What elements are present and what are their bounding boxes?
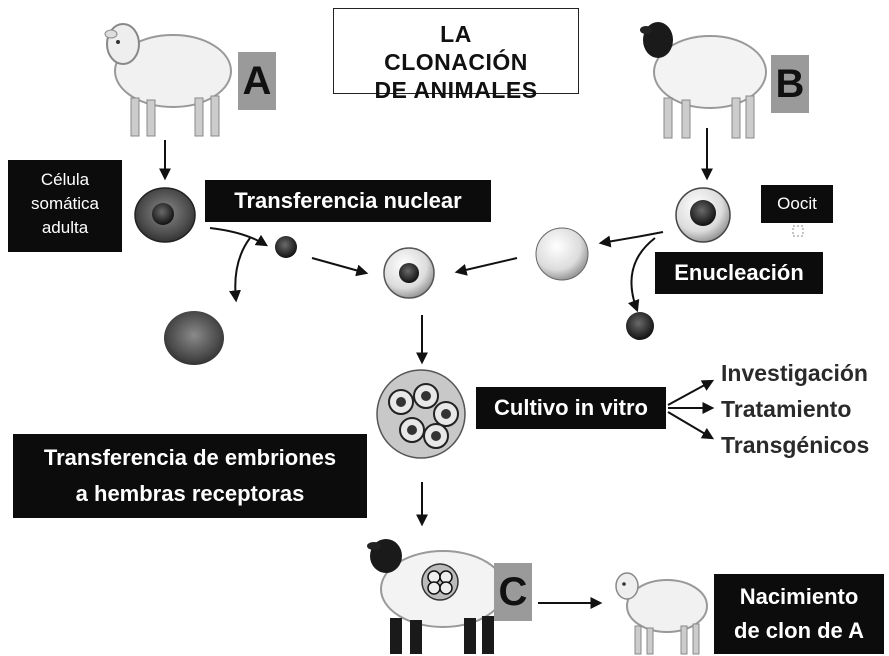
- clone-birth-line-2: de clon de A: [734, 618, 864, 643]
- discarded-cell-icon: [164, 311, 224, 365]
- oocyte-label: Oocit: [761, 185, 833, 223]
- sheep-b-icon: [640, 22, 767, 139]
- output-investigacion: Investigación: [721, 360, 868, 386]
- arrow-to-transgenicos: [667, 411, 715, 440]
- culture-dish-icon: [376, 369, 466, 459]
- donor-nucleus-icon: [275, 236, 297, 258]
- somatic-cell-label: Célula somática adulta: [8, 160, 122, 252]
- enucleated-egg-icon: [535, 227, 589, 281]
- title-box: LA CLONACIÓN DE ANIMALES: [333, 8, 579, 103]
- output-tratamiento: Tratamiento: [721, 396, 852, 422]
- arrow-to-removed-nucleus: [627, 237, 656, 313]
- embryo-transfer-line-1: Transferencia de embriones: [43, 445, 337, 470]
- arrow-to-enucleated: [598, 231, 664, 248]
- arrow-nucleus-to-egg: [311, 257, 369, 277]
- nuclear-transfer-label: Transferencia nuclear: [205, 180, 491, 222]
- arrow-to-investigacion: [667, 379, 715, 406]
- somatic-label-line-1: Célula: [40, 170, 90, 189]
- tag-b: B: [771, 55, 809, 113]
- oocyte-icon: [675, 187, 731, 243]
- clone-lamb-icon: [615, 572, 708, 655]
- tag-c: C: [494, 563, 532, 621]
- clone-birth-label: Nacimiento de clon de A: [714, 574, 884, 654]
- arrow-to-cytoplasm: [229, 237, 251, 303]
- removed-nucleus-icon: [626, 312, 654, 340]
- enucleation-label: Enucleación: [655, 252, 823, 294]
- somatic-label-line-3: adulta: [41, 218, 89, 237]
- output-transgenicos: Transgénicos: [721, 432, 870, 458]
- clone-birth-line-1: Nacimiento: [739, 584, 859, 609]
- somatic-cell-icon: [134, 187, 196, 243]
- embryo-transfer-line-2: a hembras receptoras: [75, 481, 305, 506]
- culture-label: Cultivo in vitro: [476, 387, 666, 429]
- sheep-a-icon: [104, 23, 232, 137]
- arrow-enucleated-to-egg: [454, 257, 518, 276]
- expand-icon: [792, 225, 804, 237]
- tag-a: A: [238, 52, 276, 110]
- arrow-to-nucleus: [209, 227, 269, 247]
- reconstructed-egg-icon: [383, 247, 435, 299]
- title-line-2: CLONACIÓN: [384, 49, 528, 75]
- embryo-transfer-label: Transferencia de embriones a hembras rec…: [13, 434, 367, 518]
- title-line-1: LA: [440, 21, 472, 47]
- surrogate-sheep-icon: [367, 539, 506, 654]
- somatic-label-line-2: somática: [30, 194, 100, 213]
- title-line-3: DE ANIMALES: [374, 77, 538, 103]
